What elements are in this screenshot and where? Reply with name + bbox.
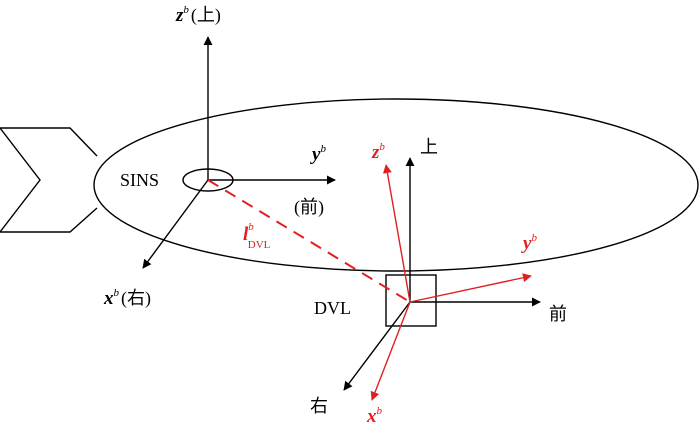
red-y-axis-line: [409, 273, 532, 303]
zb-axis-label: zb(上): [175, 4, 221, 26]
dvl-box: [385, 274, 437, 327]
red-x-axis-label: xb: [366, 405, 383, 427]
red-z-axis-label: zb: [371, 141, 385, 163]
forward-label: 前: [549, 304, 567, 324]
sins-label: SINS: [120, 170, 159, 190]
vehicle-hull: [93, 98, 699, 272]
red-x-axis-line: [370, 301, 411, 401]
right-axis-line: [343, 301, 411, 391]
dvl-label: DVL: [314, 298, 351, 318]
tail-fin: [0, 127, 98, 233]
yb-paren-label: (前): [294, 197, 324, 218]
red-y-axis-label: yb: [521, 232, 537, 254]
right-label: 右: [310, 396, 328, 416]
xb-axis-line: [142, 179, 209, 269]
red-z-axis-line: [382, 164, 411, 303]
yb-axis-label: yb: [310, 143, 326, 165]
xb-axis-label: xb(右): [103, 287, 151, 309]
up-label: 上: [420, 137, 438, 157]
